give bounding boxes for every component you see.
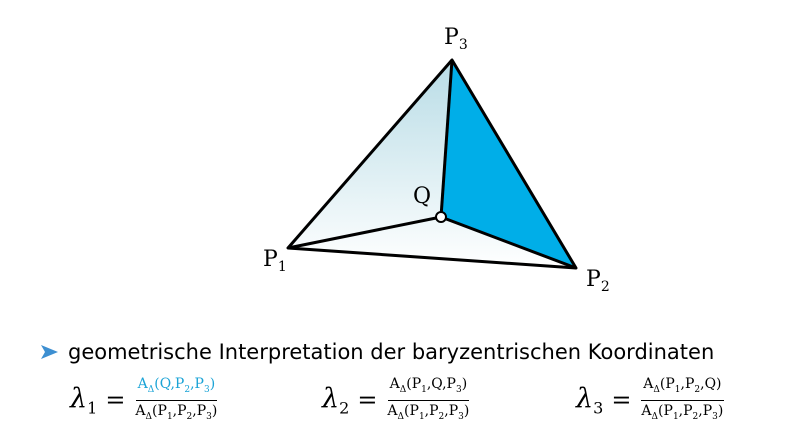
formula-lambda-1: λ1 = AΔ(Q,P2,P3) AΔ(P1,P2,P3) (70, 374, 219, 427)
numerator: AΔ(P1,P2,Q) (641, 374, 724, 401)
point-q-marker (435, 211, 447, 223)
edge-q-p3 (439, 59, 454, 218)
bullet-text: geometrische Interpretation der baryzent… (68, 340, 715, 364)
lambda-symbol: λ2 (322, 383, 350, 418)
formula-lambda-3: λ3 = AΔ(P1,P2,Q) AΔ(P1,P2,P3) (576, 374, 725, 427)
edge-q-p1 (287, 215, 442, 250)
sub-triangle-q-p2-p3 (441, 60, 576, 268)
equals-sign: = (105, 386, 126, 415)
label-p3: P3 (444, 25, 468, 53)
barycentric-triangle-diagram: P3 P1 P2 Q (263, 25, 610, 295)
denominator: AΔ(P1,P2,P3) (387, 402, 470, 422)
numerator: AΔ(Q,P2,P3) (135, 374, 218, 401)
fraction: AΔ(P1,P2,Q) AΔ(P1,P2,P3) (639, 374, 725, 427)
fraction: AΔ(P1,Q,P3) AΔ(P1,P2,P3) (385, 374, 471, 427)
label-p2: P2 (586, 267, 610, 295)
equals-sign: = (611, 386, 632, 415)
label-p1: P1 (263, 247, 287, 275)
equals-sign: = (357, 386, 378, 415)
numerator: AΔ(P1,Q,P3) (387, 374, 470, 401)
arrow-bullet-icon (41, 345, 58, 359)
denominator: AΔ(P1,P2,P3) (641, 402, 724, 422)
bullet-point: geometrische Interpretation der baryzent… (38, 340, 714, 364)
lambda-symbol: λ3 (576, 383, 604, 418)
denominator: AΔ(P1,P2,P3) (135, 402, 218, 422)
formula-lambda-2: λ2 = AΔ(P1,Q,P3) AΔ(P1,P2,P3) (322, 374, 471, 427)
edge-q-p2 (440, 215, 577, 270)
fraction: AΔ(Q,P2,P3) AΔ(P1,P2,P3) (133, 374, 219, 427)
triangle-outline (286, 58, 578, 270)
label-q: Q (413, 184, 431, 209)
lambda-symbol: λ1 (70, 383, 98, 418)
